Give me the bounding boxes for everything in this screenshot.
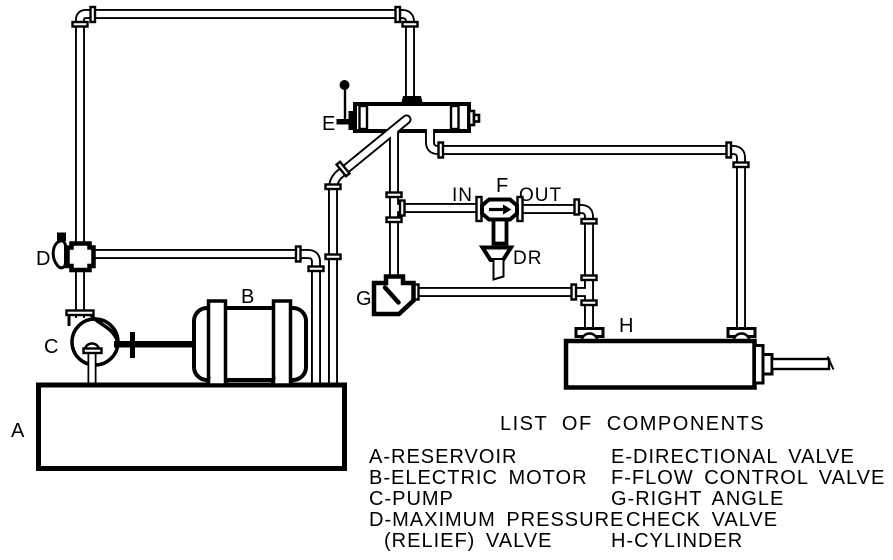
label-in-port: IN	[452, 185, 473, 206]
label-pump: C	[44, 336, 58, 358]
relief-valve	[51, 232, 96, 273]
flow-control-valve	[475, 195, 524, 281]
label-flow-control-valve: F	[496, 175, 508, 197]
pipes	[75, 9, 746, 391]
label-cylinder: H	[619, 315, 633, 337]
drain-funnel	[478, 245, 515, 281]
reservoir	[36, 382, 347, 471]
label-out-port: OUT	[519, 185, 562, 206]
label-check-valve: G	[356, 288, 372, 310]
electric-motor	[192, 299, 308, 387]
pump	[65, 309, 120, 387]
label-electric-motor: B	[241, 286, 254, 308]
label-drain-port: DR	[513, 248, 542, 269]
drive-shaft	[114, 332, 196, 358]
piston-rod	[770, 356, 835, 371]
pipe-fittings	[71, 5, 750, 307]
cylinder	[563, 327, 835, 390]
directional-valve-details	[334, 80, 481, 178]
label-relief-valve: D	[36, 248, 50, 270]
label-reservoir: A	[11, 420, 25, 442]
label-directional-valve: E	[322, 113, 335, 135]
lever-knob-icon	[339, 80, 350, 90]
check-valve	[371, 274, 416, 317]
directional-valve-body	[353, 102, 471, 133]
component-labels: A B C D E F G H IN OUT DR	[11, 113, 633, 442]
